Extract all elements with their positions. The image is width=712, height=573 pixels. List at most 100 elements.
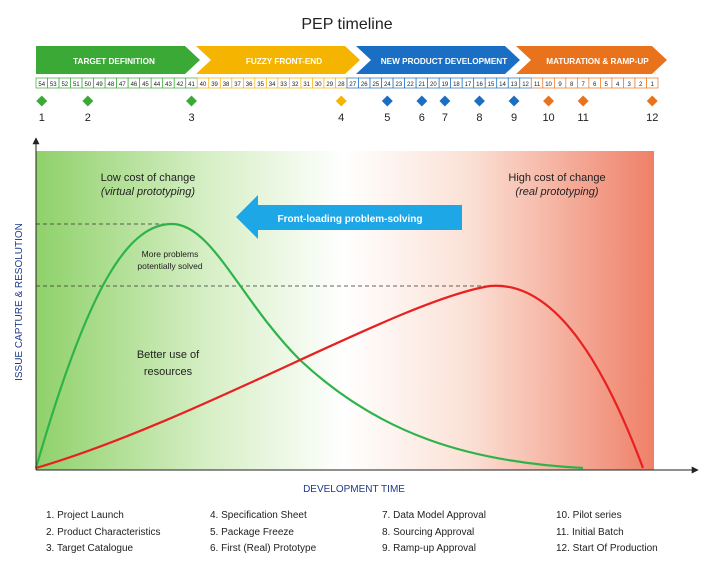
week-cell <box>646 77 659 89</box>
better-use-label-2: resources <box>144 366 193 378</box>
week-number: 50 <box>84 82 91 88</box>
week-number: 33 <box>280 82 287 88</box>
week-number: 43 <box>165 82 172 88</box>
week-number: 51 <box>73 82 80 88</box>
phase-banner: TARGET DEFINITION FUZZY FRONT-END NEW PROD… <box>36 46 667 74</box>
legend-item: 2. Product Characteristics <box>46 526 161 538</box>
week-number: 40 <box>200 82 207 88</box>
week-number: 44 <box>154 82 161 88</box>
conventional-curve <box>35 284 645 470</box>
legend-column-2: 4. Specification Sheet 5. Package Freeze… <box>210 508 316 558</box>
milestone-number: 1 <box>39 112 45 124</box>
virtual-prototyping-label: (virtual prototyping) <box>101 186 195 198</box>
milestone-number: 7 <box>442 112 448 124</box>
week-number: 46 <box>131 82 138 88</box>
milestone-diamond <box>184 94 199 108</box>
milestone-number: 4 <box>338 112 344 124</box>
more-problems-label-1: More problems <box>142 249 199 259</box>
y-axis-label: ISSUE CAPTURE & RESOLUTION <box>14 223 25 381</box>
week-number: 16 <box>476 82 483 88</box>
week-number: 30 <box>315 82 322 88</box>
week-number: 52 <box>61 82 68 88</box>
week-number: 6 <box>593 82 597 88</box>
phase-label: TARGET DEFINITION <box>73 57 155 66</box>
milestone-number: 12 <box>646 112 658 124</box>
week-number: 41 <box>188 82 195 88</box>
phase-chevron <box>36 46 200 74</box>
legend-item: 10. Pilot series <box>556 510 622 521</box>
phase-chevron <box>356 46 520 74</box>
week-number: 20 <box>430 82 437 88</box>
legend-item: 9. Ramp-up Approval <box>382 543 476 554</box>
week-number: 14 <box>499 82 506 88</box>
milestone-number: 5 <box>384 112 390 124</box>
legend-item: 5. Package Freeze <box>210 526 294 538</box>
milestone-diamond <box>576 94 590 108</box>
week-number: 39 <box>211 82 218 88</box>
milestone-diamond <box>35 94 49 108</box>
legend-item: 6. First (Real) Prototype <box>210 543 317 554</box>
legend-column-1: 1. Project Launch 2. Product Characteris… <box>46 508 161 558</box>
page-title: PEP timeline <box>301 16 392 33</box>
phase-label: FUZZY FRONT-END <box>246 57 322 66</box>
week-number: 7 <box>581 82 585 88</box>
week-number: 27 <box>349 82 356 88</box>
week-number: 37 <box>234 82 241 88</box>
cost-gradient-background <box>36 151 654 470</box>
milestone-number: 6 <box>419 112 425 124</box>
milestone-diamond <box>472 94 487 108</box>
week-number: 24 <box>384 82 391 88</box>
milestone-number: 10 <box>542 112 554 124</box>
week-number: 5 <box>604 82 608 88</box>
week-number: 26 <box>361 82 368 88</box>
phase-chevron <box>196 46 360 74</box>
better-use-label-1: Better use of <box>137 349 200 361</box>
milestone-number: 11 <box>577 112 588 124</box>
week-number: 12 <box>522 82 529 88</box>
phase-chevron <box>516 46 667 74</box>
milestone-diamond <box>415 94 429 108</box>
week-number: 21 <box>419 82 426 88</box>
milestone-diamond <box>438 94 452 108</box>
high-cost-label: High cost of change <box>508 172 605 184</box>
week-number: 54 <box>38 82 45 88</box>
milestone-diamond <box>380 94 394 108</box>
week-number: 15 <box>488 82 495 88</box>
week-number: 17 <box>465 82 472 88</box>
legend-item: 1. Project Launch <box>46 510 124 521</box>
week-number: 34 <box>269 82 276 88</box>
front-loading-label: Front-loading problem-solving <box>278 214 423 225</box>
legend-column-3: 7. Data Model Approval 8. Sourcing Appro… <box>382 508 486 558</box>
week-number: 18 <box>453 82 460 88</box>
week-number: 29 <box>326 82 333 88</box>
week-number: 25 <box>372 82 379 88</box>
x-axis-label: DEVELOPMENT TIME <box>303 484 405 495</box>
week-number: 22 <box>407 82 414 88</box>
week-number: 8 <box>570 82 574 88</box>
more-problems-label-2: potentially solved <box>137 261 202 271</box>
week-number: 49 <box>96 82 103 88</box>
milestone-diamond <box>507 94 521 108</box>
legend-item: 8. Sourcing Approval <box>382 526 475 538</box>
milestone-diamond <box>645 94 659 108</box>
phase-label: NEW PRODUCT DEVELOPMENT <box>381 57 507 66</box>
week-number: 10 <box>545 82 552 88</box>
week-number: 32 <box>292 82 299 88</box>
milestone-diamond <box>81 94 95 108</box>
milestone-diamond <box>542 94 556 108</box>
milestone-diamond <box>334 94 348 108</box>
week-number: 47 <box>119 82 126 88</box>
week-number: 1 <box>651 82 655 88</box>
week-number: 45 <box>142 82 149 88</box>
legend-item: 12. Start Of Production <box>556 543 658 554</box>
week-number: 9 <box>558 82 562 88</box>
real-prototyping-label: (real prototyping) <box>515 186 598 198</box>
week-number: 35 <box>257 82 264 88</box>
week-number: 53 <box>50 82 57 88</box>
milestone-number: 9 <box>511 112 517 124</box>
legend-item: 11. Initial Batch <box>556 526 624 538</box>
week-number: 2 <box>639 82 643 88</box>
week-number: 38 <box>223 82 230 88</box>
